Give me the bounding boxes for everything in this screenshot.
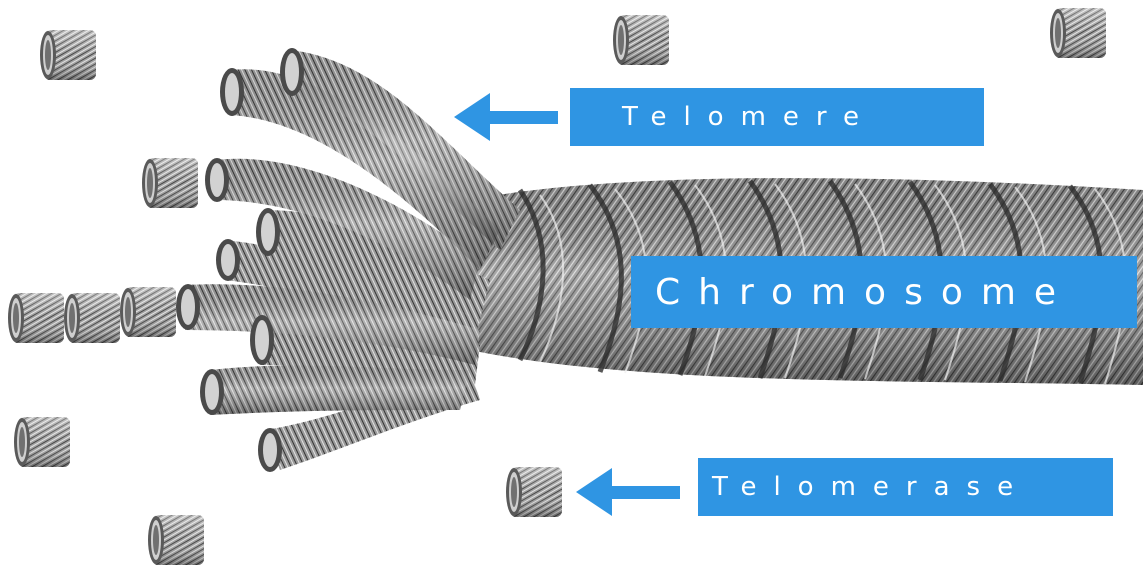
telomere-label: Telomere — [570, 88, 984, 146]
telomere-cap — [8, 293, 64, 343]
arrow-icon — [454, 93, 558, 141]
telomere-cap — [120, 287, 176, 337]
telomere-label-text: Telomere — [622, 102, 876, 132]
chromosome-label: Chromosome — [631, 256, 1137, 328]
telomere-cap — [613, 15, 669, 65]
chromosome-label-text: Chromosome — [655, 272, 1074, 313]
telomere-cap — [14, 417, 70, 467]
telomere-cap — [148, 515, 204, 565]
telomere-cap — [64, 293, 120, 343]
telomere-cap — [506, 467, 562, 517]
telomere-cap — [142, 158, 198, 208]
arrow-icon — [576, 468, 680, 516]
telomere-cap — [40, 30, 96, 80]
telomerase-label: Telomerase — [698, 458, 1113, 516]
telomerase-label-text: Telomerase — [712, 472, 1030, 502]
telomere-cap — [1050, 8, 1106, 58]
